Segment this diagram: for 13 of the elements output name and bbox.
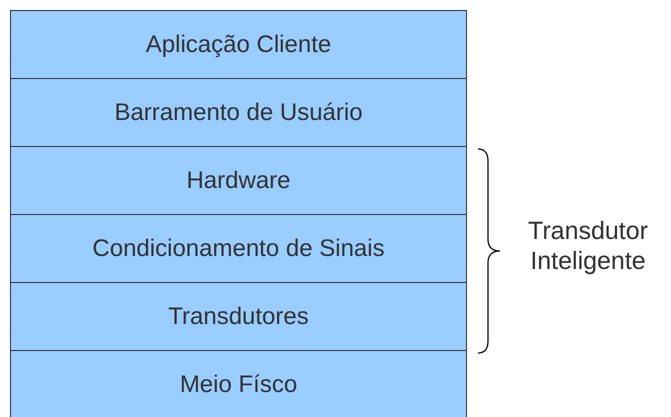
layer-label: Condicionamento de Sinais — [92, 234, 385, 264]
layer-box — [10, 214, 467, 283]
layer-box — [10, 78, 467, 147]
layer-label: Barramento de Usuário — [114, 98, 363, 128]
bracket-label: Transdutor Inteligente — [527, 216, 649, 276]
layer-box — [10, 146, 467, 215]
layer-label: Hardware — [186, 166, 291, 196]
layer-label: Meio Físco — [180, 370, 298, 400]
layer-box — [10, 10, 467, 79]
layer-label: Aplicação Cliente — [146, 30, 332, 60]
layer-box — [10, 282, 467, 351]
layer-box — [10, 350, 467, 417]
layer-label: Transdutores — [168, 302, 309, 332]
